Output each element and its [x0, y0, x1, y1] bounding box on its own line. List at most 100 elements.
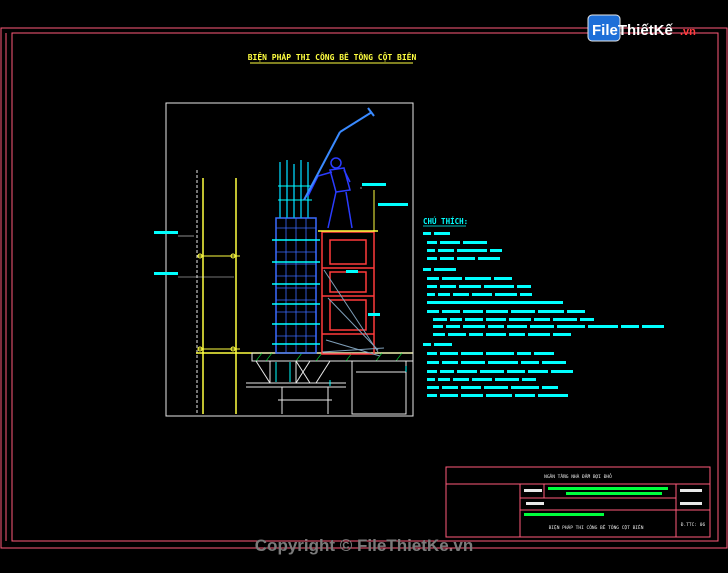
note-text-segment — [642, 325, 664, 328]
note-text-segment — [534, 318, 550, 321]
note-text-segment — [434, 232, 450, 235]
note-text-segment — [490, 249, 502, 252]
note-text-segment — [427, 241, 437, 244]
note-text-segment — [440, 370, 454, 373]
note-text-segment — [472, 378, 492, 381]
note-text-segment — [465, 277, 491, 280]
note-text-segment — [427, 361, 439, 364]
note-text-segment — [427, 285, 437, 288]
note-text-segment — [517, 352, 531, 355]
title-block — [445, 466, 711, 538]
note-text-segment — [507, 370, 525, 373]
note-text-segment — [433, 318, 447, 321]
note-text-segment — [463, 325, 485, 328]
note-text-segment — [567, 310, 585, 313]
note-text-segment — [434, 343, 452, 346]
note-text-segment — [469, 333, 483, 336]
note-text-segment — [542, 361, 566, 364]
note-text-segment — [427, 249, 435, 252]
formwork-clamps — [272, 239, 320, 345]
note-text-segment — [442, 277, 462, 280]
note-text-segment — [450, 318, 462, 321]
notes-text-lines — [423, 232, 664, 397]
note-text-segment — [484, 285, 514, 288]
logo-brand: FileThiếtKế — [592, 22, 674, 39]
note-text-segment — [427, 257, 437, 260]
note-text-segment — [465, 318, 483, 321]
note-text-segment — [461, 386, 481, 389]
note-text-segment — [427, 310, 439, 313]
note-text-segment — [453, 293, 469, 296]
note-text-segment — [522, 378, 536, 381]
note-text-segment — [542, 386, 558, 389]
note-text-segment — [511, 310, 535, 313]
note-text-segment — [538, 310, 564, 313]
note-text-segment — [457, 249, 487, 252]
notes-heading: CHÚ THÍCH: — [423, 217, 468, 226]
note-text-segment — [438, 293, 450, 296]
note-text-segment — [509, 318, 531, 321]
column-rebar — [279, 160, 309, 218]
platform-braces — [321, 269, 385, 357]
note-text-segment — [509, 333, 525, 336]
copyright-watermark: Copyright © FileThietKe.vn — [255, 536, 473, 555]
note-text-segment — [461, 394, 483, 397]
drawing-title: BIỆN PHÁP THI CÔNG BÊ TÔNG CỘT BIÊN — [248, 51, 417, 62]
note-text-segment — [440, 394, 458, 397]
working-platform — [321, 231, 375, 355]
note-text-segment — [557, 325, 585, 328]
note-text-segment — [478, 257, 500, 260]
rebar-ties — [278, 185, 312, 201]
note-text-segment — [427, 386, 439, 389]
logo-domain: .vn — [680, 26, 696, 38]
note-text-segment — [507, 325, 527, 328]
note-text-segment — [488, 325, 504, 328]
note-text-segment — [486, 310, 508, 313]
note-text-segment — [494, 277, 512, 280]
note-text-segment — [486, 318, 506, 321]
note-text-segment — [427, 352, 437, 355]
note-text-segment — [517, 285, 531, 288]
note-text-segment — [588, 325, 618, 328]
note-text-segment — [440, 352, 458, 355]
note-text-segment — [528, 370, 548, 373]
title-block-sheet-number: Đ.TTC: 06 — [681, 522, 706, 528]
note-text-segment — [423, 268, 431, 271]
note-text-segment — [480, 370, 504, 373]
note-text-segment — [515, 394, 535, 397]
note-text-segment — [495, 293, 517, 296]
note-text-segment — [446, 325, 460, 328]
note-text-segment — [440, 257, 454, 260]
note-text-segment — [440, 241, 460, 244]
sheet-outer-frame — [0, 27, 728, 549]
note-text-segment — [433, 333, 445, 336]
note-text-segment — [442, 386, 458, 389]
note-text-segment — [448, 333, 466, 336]
title-block-project: NGÂN TẦNG NHÀ ĐẦM BỢI ĐHỎ — [544, 472, 612, 480]
note-text-segment — [434, 268, 456, 271]
note-text-segment — [463, 310, 483, 313]
note-text-segment — [486, 333, 506, 336]
note-text-segment — [551, 370, 573, 373]
note-text-segment — [534, 352, 554, 355]
note-text-segment — [440, 285, 456, 288]
note-text-segment — [438, 249, 454, 252]
beam-support-frame — [246, 360, 407, 415]
note-text-segment — [553, 318, 577, 321]
note-text-segment — [438, 378, 450, 381]
note-text-segment — [427, 301, 563, 304]
note-text-segment — [580, 318, 594, 321]
note-text-segment — [457, 257, 475, 260]
column-formwork-grid — [276, 218, 316, 353]
detail-viewport — [165, 102, 414, 417]
scaffold-couplers — [197, 253, 236, 352]
note-text-segment — [484, 386, 508, 389]
note-text-segment — [423, 343, 431, 346]
note-text-segment — [553, 333, 571, 336]
note-text-segment — [427, 378, 435, 381]
note-text-segment — [461, 361, 485, 364]
note-text-segment — [442, 361, 458, 364]
note-text-segment — [427, 370, 437, 373]
site-logo: FileThiếtKế .vn — [587, 14, 696, 42]
